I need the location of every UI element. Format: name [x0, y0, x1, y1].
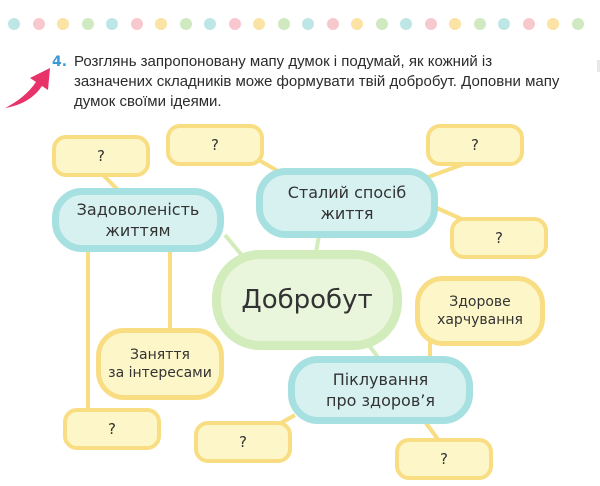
decorative-dot — [228, 18, 241, 30]
node-wellbeing-center: Добробут — [212, 250, 402, 350]
idea-slot-bottom-right[interactable]: ? — [395, 438, 493, 480]
decorative-dot — [106, 18, 118, 30]
idea-slot-top-right[interactable]: ? — [426, 124, 524, 166]
decorative-dot — [253, 18, 265, 30]
decorative-dot — [204, 18, 216, 30]
idea-slot-bottom-left[interactable]: ? — [63, 408, 161, 450]
decorative-dot — [326, 18, 339, 30]
decorative-dot — [32, 18, 45, 30]
decorative-dot — [277, 18, 290, 30]
idea-slot-top-center[interactable]: ? — [166, 124, 264, 166]
idea-slot-bottom-center[interactable]: ? — [194, 421, 292, 463]
decorative-dot — [522, 18, 535, 30]
decorative-dot — [179, 18, 192, 30]
decorative-dot — [155, 18, 167, 30]
decorative-dot — [449, 18, 461, 30]
decorative-dot — [400, 18, 412, 30]
page-edge-mark — [597, 60, 600, 72]
decorative-dot — [302, 18, 314, 30]
decorative-dot — [498, 18, 510, 30]
task-instruction: Розглянь запропоновану мапу думок і поду… — [74, 53, 560, 110]
decorative-dot — [375, 18, 388, 30]
pointer-arrow-icon — [5, 68, 50, 108]
idea-slot-top-left[interactable]: ? — [52, 135, 150, 177]
decorative-dot — [424, 18, 437, 30]
decorative-dot — [8, 18, 20, 30]
decorative-dot-border — [0, 18, 600, 32]
decorative-dot — [57, 18, 69, 30]
decorative-dot — [351, 18, 363, 30]
decorative-dot — [473, 18, 486, 30]
decorative-dot — [571, 18, 584, 30]
idea-slot-right[interactable]: ? — [450, 217, 548, 259]
decorative-dot — [81, 18, 94, 30]
task-number: 4. — [52, 54, 68, 70]
decorative-dot — [130, 18, 143, 30]
decorative-dot — [547, 18, 559, 30]
